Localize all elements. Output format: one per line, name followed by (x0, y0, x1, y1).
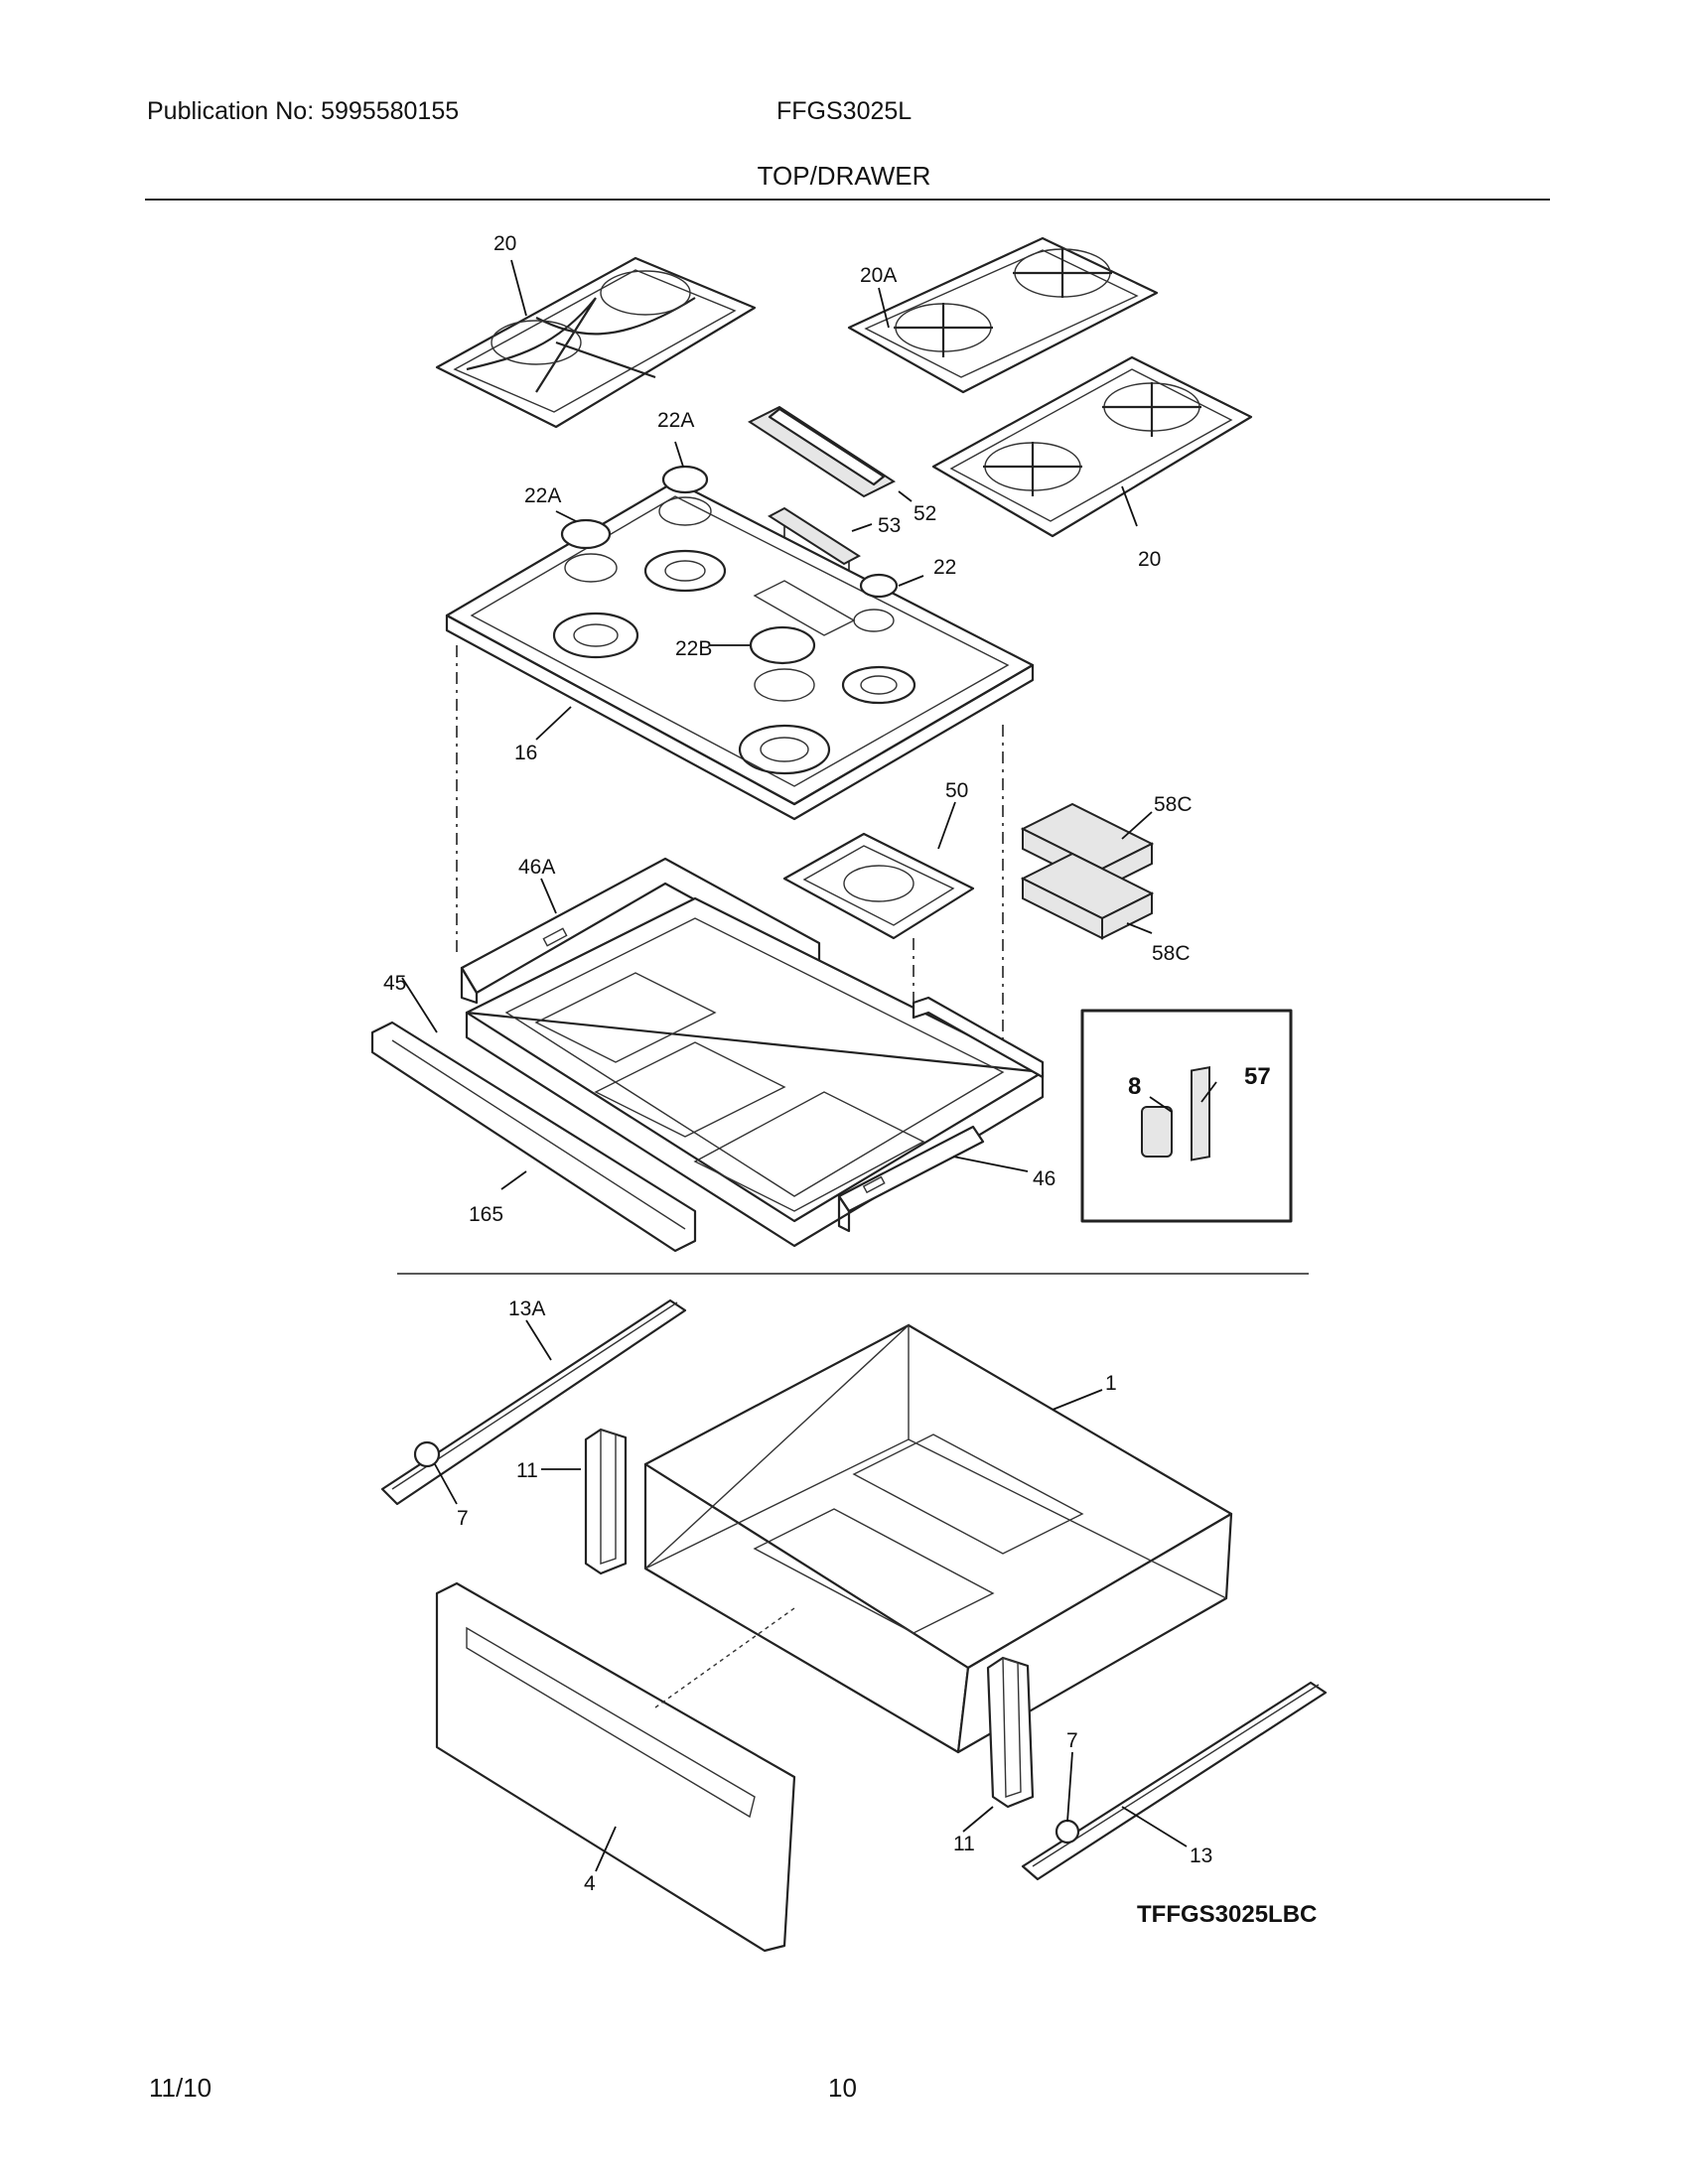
bracket-11-right (986, 1656, 1035, 1809)
roller-7-right (1055, 1819, 1080, 1844)
burner-cap-22a-top (661, 465, 709, 494)
callout-13a: 13A (508, 1297, 545, 1320)
cooktop-16 (445, 479, 1035, 821)
callout-165: 165 (469, 1203, 503, 1226)
rear-rail-165 (370, 1021, 697, 1253)
burner-cap-22a-left (560, 518, 612, 550)
callout-57: 57 (1244, 1063, 1271, 1090)
callout-53: 53 (878, 514, 901, 537)
callout-20a: 20A (860, 264, 897, 287)
foam-block-58c-bottom (1020, 852, 1155, 940)
section-title: TOP/DRAWER (757, 161, 931, 191)
drawer-1 (643, 1323, 1233, 1754)
side-bracket-46 (837, 1125, 985, 1233)
page-number: 10 (828, 2073, 857, 2103)
drawer-slide-13 (1021, 1681, 1328, 1881)
callout-22a-top: 22A (657, 409, 694, 432)
callout-1: 1 (1105, 1372, 1117, 1395)
callout-4: 4 (584, 1872, 596, 1895)
callout-46a: 46A (518, 856, 555, 879)
publication-number: Publication No: 5995580155 (147, 97, 460, 125)
callout-52: 52 (914, 502, 936, 525)
callout-46: 46 (1033, 1167, 1055, 1190)
callout-20-right: 20 (1138, 548, 1161, 571)
roller-7-left (413, 1440, 441, 1468)
grate-20a (847, 236, 1159, 394)
model-number: FFGS3025L (776, 97, 913, 125)
callout-7-left: 7 (457, 1507, 469, 1530)
callout-13: 13 (1190, 1844, 1212, 1867)
callout-11-left: 11 (516, 1459, 538, 1482)
burner-bowl-50 (782, 832, 975, 940)
grate-left (435, 256, 757, 429)
drawer-slide-13a (380, 1298, 687, 1506)
callout-22b: 22B (675, 637, 712, 660)
burner-cap-22b (749, 625, 816, 665)
callout-11-right: 11 (953, 1833, 975, 1855)
callout-58c-bottom: 58C (1152, 942, 1191, 965)
drawer-front-4 (435, 1581, 796, 1953)
callout-7-right: 7 (1066, 1729, 1078, 1752)
burner-box (465, 896, 1045, 1248)
spark-module-8 (1141, 1106, 1173, 1158)
callout-22: 22 (933, 556, 956, 579)
inset-box (1080, 1009, 1293, 1223)
leader-lines (401, 259, 1217, 1872)
grate-right (931, 355, 1253, 538)
bracket-11-left (584, 1428, 628, 1575)
bracket-57 (1191, 1066, 1210, 1161)
diagram-code: TFFGS3025LBC (1137, 1901, 1318, 1928)
callout-45: 45 (383, 972, 406, 995)
revision-date: 11/10 (149, 2073, 212, 2103)
vent-trim-52 (747, 405, 897, 498)
callout-22a-left: 22A (524, 484, 561, 507)
callout-58c-top: 58C (1154, 793, 1193, 816)
callout-50: 50 (945, 779, 968, 802)
callout-8: 8 (1128, 1073, 1141, 1100)
header-rule (145, 199, 1550, 201)
callout-16: 16 (514, 742, 537, 764)
vent-grille-53 (768, 506, 861, 566)
burner-cap-22 (859, 573, 899, 599)
callout-20-left: 20 (493, 232, 516, 255)
